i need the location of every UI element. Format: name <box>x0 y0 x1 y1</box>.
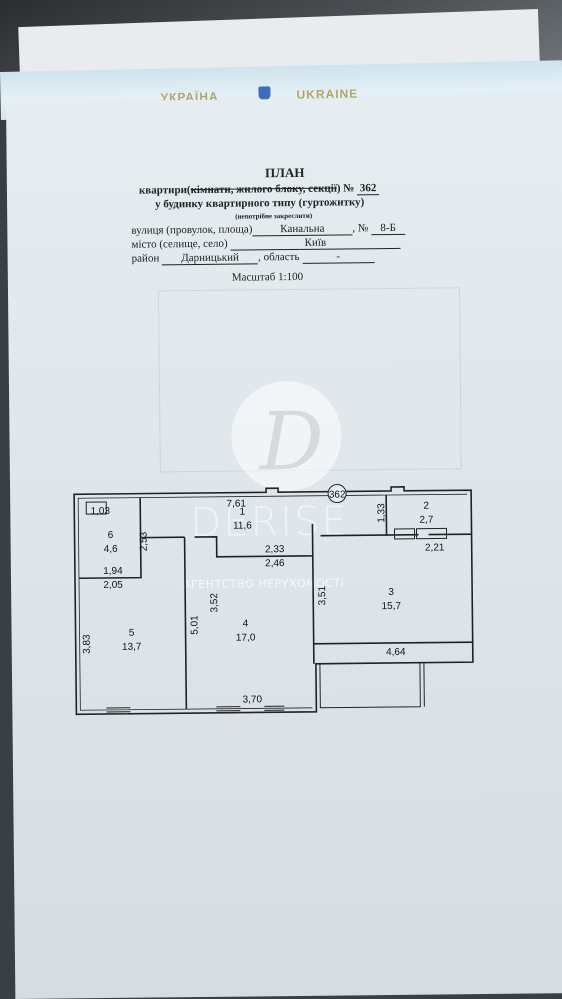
room-6-wall <box>78 497 142 580</box>
dim-2-53: 2,53 <box>139 531 150 551</box>
room-3-area: 15,7 <box>382 601 402 612</box>
number-label: , № <box>352 222 369 235</box>
dim-2-05: 2,05 <box>103 580 123 591</box>
dim-5-01: 5,01 <box>189 615 200 635</box>
district-value: Дарницький <box>161 251 259 266</box>
room-3-number: 3 <box>388 587 394 598</box>
street-value: Канальна <box>252 222 353 237</box>
room-4-wall <box>183 537 315 710</box>
apartment-line: квартири(кімнати, жилого блоку, секції) … <box>138 182 380 198</box>
document-title: ПЛАН <box>265 164 305 181</box>
room-1-area: 11,6 <box>233 520 252 531</box>
dim-1-03: 1,03 <box>91 506 111 517</box>
room-2-wall <box>385 495 472 536</box>
room-5-area: 13,7 <box>122 642 142 653</box>
apartment-number: 362 <box>357 182 380 196</box>
outer-wall <box>73 486 474 716</box>
street-label: вулиця (провулок, площа) <box>131 223 253 237</box>
building-number: 8-Б <box>371 221 406 236</box>
scale-label: Масштаб 1:100 <box>231 270 304 284</box>
room-1-wall <box>140 523 387 558</box>
struck-options: кімнати, жилого блоку, секції <box>190 182 337 197</box>
room-2-number: 2 <box>423 501 429 512</box>
city-label: місто (селище, село) <box>131 237 228 251</box>
dim-2-33: 2,33 <box>265 544 285 555</box>
region-value: - <box>302 250 375 264</box>
dim-2-46: 2,46 <box>265 558 285 569</box>
district-line: район Дарницький, область - <box>132 250 375 266</box>
apartment-marker <box>327 484 347 504</box>
dim-3-83: 3,83 <box>82 634 93 654</box>
apartment-marker-label: 362 <box>329 489 346 500</box>
apartment-prefix: квартири( <box>138 184 191 197</box>
room-6-area: 4,6 <box>104 544 118 555</box>
room-6-number: 6 <box>108 530 114 541</box>
room-2-area: 2,7 <box>419 515 433 526</box>
floor-plan-drawing: 362 1 11,6 2 2,7 3 15,7 4 17,0 5 13,7 6 … <box>73 484 474 716</box>
dim-1-33: 1,33 <box>376 503 387 523</box>
city-value: Київ <box>230 235 401 251</box>
dim-2-21: 2,21 <box>425 542 445 553</box>
dim-1-94: 1,94 <box>103 566 123 577</box>
strike-note: (непотрібне закреслити) <box>235 211 313 221</box>
balcony-wall <box>319 662 425 709</box>
dim-3-70: 3,70 <box>242 694 262 705</box>
region-label: , область <box>257 250 300 264</box>
room-3-wall <box>313 641 473 645</box>
district-label: район <box>131 252 160 265</box>
floor-plan-document: ПЛАН квартири(кімнати, жилого блоку, сек… <box>6 96 562 999</box>
apartment-suffix: ) № <box>336 182 355 195</box>
dim-3-51: 3,51 <box>317 585 328 605</box>
room-1-number: 1 <box>239 507 245 518</box>
room-5-number: 5 <box>129 628 135 639</box>
watermark-logo-icon: D <box>259 394 325 489</box>
room-4-number: 4 <box>243 618 249 629</box>
dim-3-52: 3,52 <box>209 593 220 613</box>
dim-4-64: 4,64 <box>386 647 406 658</box>
dim-7-61: 7,61 <box>226 499 246 510</box>
room-4-area: 17,0 <box>236 632 256 643</box>
building-type-line: у будинку квартирного типу (гуртожитку) <box>155 196 365 211</box>
